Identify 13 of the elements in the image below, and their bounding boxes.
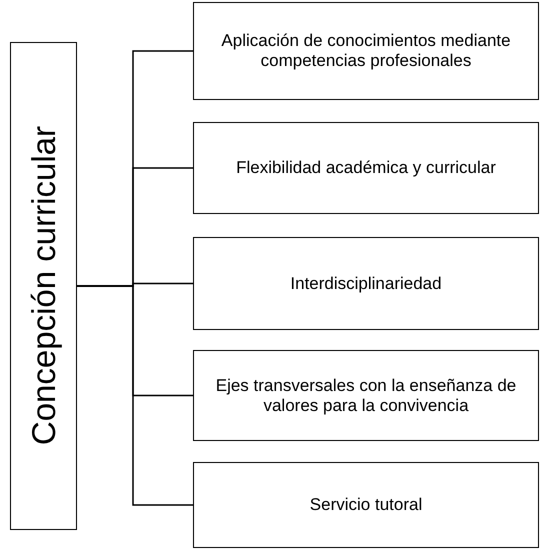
box-label: Flexibilidad académica y curricular [235, 158, 497, 178]
box-label: Aplicación de conocimientos mediante competencias profesionales [220, 31, 512, 71]
heading: Concepción curricular [24, 126, 63, 446]
connector-line [77, 285, 193, 506]
text-box [193, 122, 539, 214]
text-box [193, 2, 539, 100]
box-label: Interdisciplinariedad [289, 274, 443, 294]
box-label: Ejes transversales con la enseñanza de valores para la convivencia [214, 376, 518, 416]
text-box [193, 237, 539, 330]
box-label: Servicio tutoral [308, 495, 424, 515]
text-box [193, 462, 539, 548]
text-box [10, 42, 77, 530]
text-box [193, 350, 539, 441]
